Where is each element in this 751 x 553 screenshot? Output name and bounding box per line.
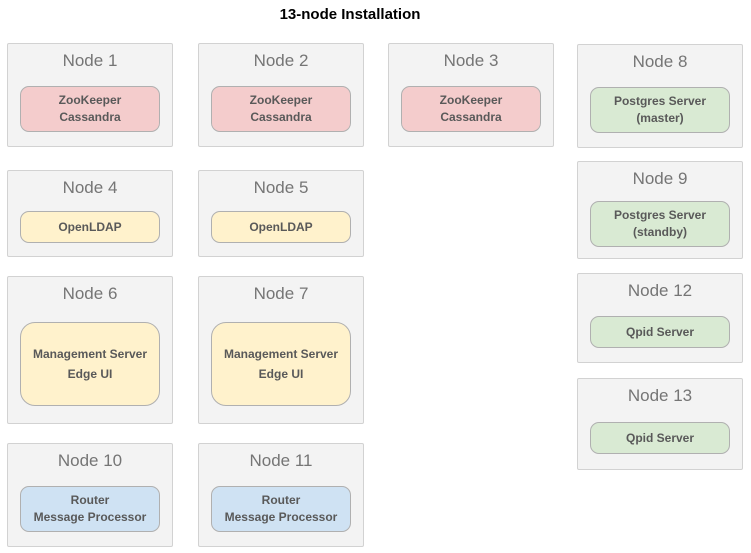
node-body: OpenLDAP xyxy=(199,198,363,256)
component-line: Postgres Server xyxy=(613,93,707,108)
node-3: Node 3 ZooKeeper Cassandra xyxy=(388,43,554,147)
node-5: Node 5 OpenLDAP xyxy=(198,170,364,257)
node-label: Node 2 xyxy=(253,51,309,70)
node-label: Node 3 xyxy=(443,51,499,70)
node-6: Node 6 Management Server Edge UI xyxy=(7,276,173,424)
component-line: ZooKeeper xyxy=(439,92,503,107)
node-label: Node 11 xyxy=(249,451,313,470)
node-body: ZooKeeper Cassandra xyxy=(389,71,553,146)
component-line: Edge UI xyxy=(258,366,304,381)
node-10: Node 10 Router Message Processor xyxy=(7,443,173,547)
node-body: Postgres Server (master) xyxy=(578,72,742,147)
component-box-qpid-server: Qpid Server xyxy=(590,421,730,454)
node-12: Node 12 Qpid Server xyxy=(577,273,743,363)
component-box-router-mp: Router Message Processor xyxy=(211,485,351,532)
component-box-openldap: OpenLDAP xyxy=(211,211,351,243)
component-box-qpid-server: Qpid Server xyxy=(590,315,730,348)
component-line: Edge UI xyxy=(67,366,113,381)
node-11: Node 11 Router Message Processor xyxy=(198,443,364,547)
node-7: Node 7 Management Server Edge UI xyxy=(198,276,364,424)
component-line: Router xyxy=(261,492,301,507)
node-4: Node 4 OpenLDAP xyxy=(7,170,173,257)
component-line: Qpid Server xyxy=(625,430,695,445)
node-body: Management Server Edge UI xyxy=(8,304,172,423)
node-label: Node 10 xyxy=(57,451,123,470)
component-line: Cassandra xyxy=(440,109,502,124)
node-label: Node 12 xyxy=(627,281,693,300)
node-8: Node 8 Postgres Server (master) xyxy=(577,44,743,148)
node-label: Node 6 xyxy=(62,284,118,303)
component-line: Cassandra xyxy=(250,109,312,124)
node-label: Node 5 xyxy=(253,178,309,197)
component-line: Message Processor xyxy=(33,509,147,524)
component-box-router-mp: Router Message Processor xyxy=(20,485,160,532)
component-line: Message Processor xyxy=(224,509,338,524)
node-body: ZooKeeper Cassandra xyxy=(199,71,363,146)
component-line: (standby) xyxy=(633,224,687,239)
node-label: Node 7 xyxy=(253,284,309,303)
node-body: Qpid Server xyxy=(578,301,742,362)
node-13: Node 13 Qpid Server xyxy=(577,378,743,470)
component-box-management-server: Management Server Edge UI xyxy=(211,321,351,406)
node-body: Router Message Processor xyxy=(199,471,363,546)
component-line: ZooKeeper xyxy=(58,92,122,107)
component-line: Cassandra xyxy=(59,109,121,124)
component-line: OpenLDAP xyxy=(249,220,313,234)
component-line: Qpid Server xyxy=(625,324,695,339)
component-box-zookeeper-cassandra: ZooKeeper Cassandra xyxy=(20,85,160,132)
diagram-title: 13-node Installation xyxy=(279,6,421,23)
node-body: Management Server Edge UI xyxy=(199,304,363,423)
component-box-zookeeper-cassandra: ZooKeeper Cassandra xyxy=(401,85,541,132)
component-box-openldap: OpenLDAP xyxy=(20,211,160,243)
node-label: Node 8 xyxy=(632,52,688,71)
node-2: Node 2 ZooKeeper Cassandra xyxy=(198,43,364,147)
component-line: Postgres Server xyxy=(613,207,707,222)
component-line: (master) xyxy=(636,110,684,125)
component-line: Management Server xyxy=(223,346,339,361)
node-1: Node 1 ZooKeeper Cassandra xyxy=(7,43,173,147)
component-line: OpenLDAP xyxy=(58,220,122,234)
node-body: ZooKeeper Cassandra xyxy=(8,71,172,146)
component-line: Router xyxy=(70,492,110,507)
component-box-management-server: Management Server Edge UI xyxy=(20,321,160,406)
node-body: Postgres Server (standby) xyxy=(578,189,742,258)
node-label: Node 4 xyxy=(62,178,118,197)
component-box-postgres-standby: Postgres Server (standby) xyxy=(590,200,730,247)
component-line: ZooKeeper xyxy=(249,92,313,107)
node-body: OpenLDAP xyxy=(8,198,172,256)
node-9: Node 9 Postgres Server (standby) xyxy=(577,161,743,259)
node-body: Router Message Processor xyxy=(8,471,172,546)
component-box-zookeeper-cassandra: ZooKeeper Cassandra xyxy=(211,85,351,132)
node-label: Node 13 xyxy=(627,386,693,405)
node-label: Node 9 xyxy=(632,169,688,188)
component-line: Management Server xyxy=(32,346,148,361)
node-body: Qpid Server xyxy=(578,406,742,469)
component-box-postgres-master: Postgres Server (master) xyxy=(590,86,730,133)
node-label: Node 1 xyxy=(62,51,118,70)
